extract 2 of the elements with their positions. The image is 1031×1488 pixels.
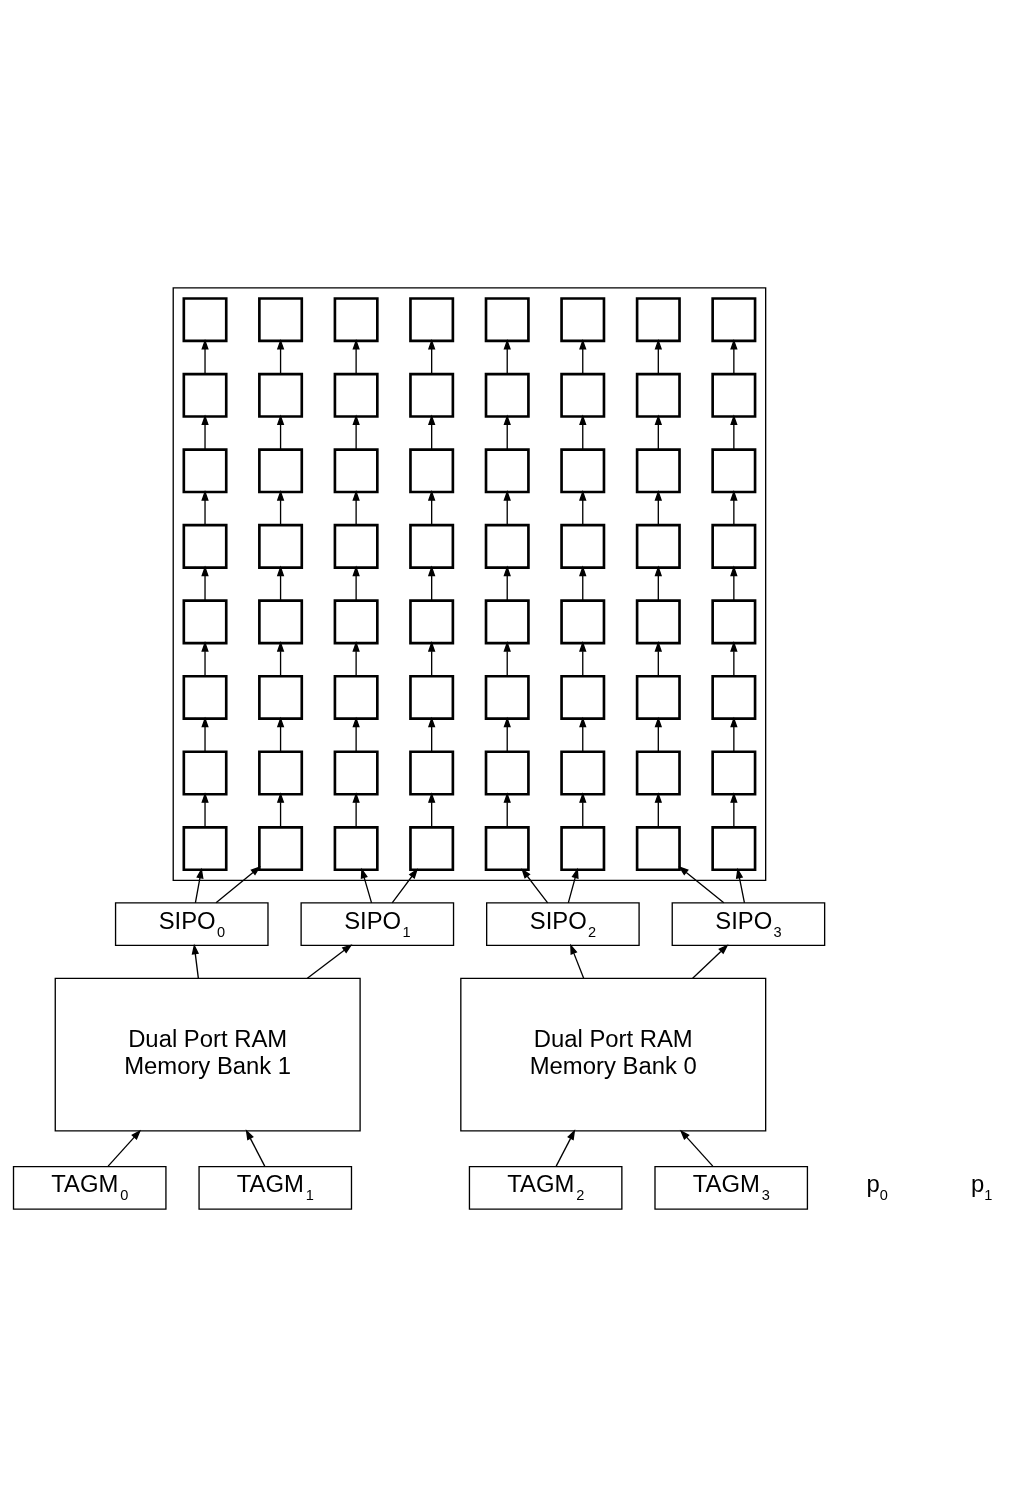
label: p$_{1}$ xyxy=(971,1169,993,1203)
label: p$_{0}$ xyxy=(866,1169,888,1203)
